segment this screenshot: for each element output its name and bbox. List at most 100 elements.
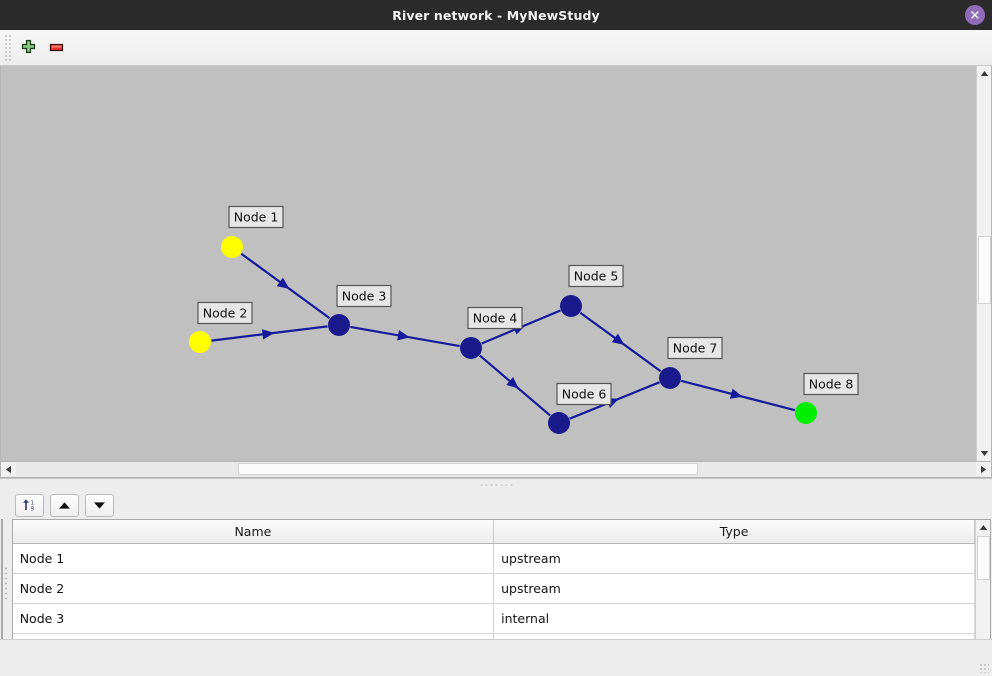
node-node8[interactable] bbox=[795, 402, 817, 424]
table-cell[interactable]: Node 4 bbox=[12, 633, 495, 664]
node-toolbar: 1 9 bbox=[10, 489, 992, 519]
node-label-text: Node 3 bbox=[342, 289, 387, 304]
node-label-box bbox=[467, 306, 523, 330]
node-label-text: Node 5 bbox=[574, 269, 619, 284]
window-title: River network - MyNewStudy bbox=[392, 7, 600, 23]
node-label-text: Node 2 bbox=[203, 306, 248, 321]
chevron-down-icon bbox=[980, 451, 989, 456]
splitter-grip bbox=[479, 482, 513, 486]
edge-arrowhead-icon bbox=[276, 277, 290, 289]
node-labels-layer: Node 1 Node 2 Node 3 Node 4 Node 5 Node 6 Node… bbox=[197, 205, 859, 406]
canvas-vertical-scrollbar[interactable] bbox=[976, 66, 991, 461]
node-label-box bbox=[568, 264, 624, 288]
network-diagram-canvas[interactable]: Node 1 Node 2 Node 3 Node 4 Node 5 Node 6 Node… bbox=[0, 66, 992, 462]
close-button[interactable] bbox=[965, 5, 985, 25]
table-cell[interactable]: internal bbox=[493, 603, 976, 634]
table-cell[interactable]: Node 3 bbox=[12, 603, 495, 634]
nodes-layer bbox=[189, 236, 817, 434]
node-label-text: Node 4 bbox=[473, 311, 518, 326]
node-label-box bbox=[667, 336, 723, 360]
table-cell[interactable]: internal bbox=[493, 633, 976, 664]
add-node-button[interactable] bbox=[14, 34, 42, 62]
scroll-right-button[interactable] bbox=[976, 462, 991, 476]
toolbar-grip[interactable] bbox=[3, 34, 11, 61]
scroll-left-button[interactable] bbox=[1, 462, 16, 476]
node-label-node7[interactable]: Node 7 bbox=[667, 336, 723, 360]
canvas-hscroll-thumb[interactable] bbox=[238, 463, 698, 475]
canvas-horizontal-scrollbar[interactable] bbox=[0, 462, 992, 478]
chevron-right-icon bbox=[981, 465, 986, 473]
table-row-empty[interactable] bbox=[12, 663, 976, 675]
node-label-text: Node 6 bbox=[562, 387, 607, 402]
node-label-box bbox=[556, 382, 612, 406]
edge-arrowhead-icon bbox=[611, 333, 625, 345]
node-node6[interactable] bbox=[548, 412, 570, 434]
table-cell-empty[interactable] bbox=[493, 663, 976, 675]
node-node3[interactable] bbox=[328, 314, 350, 336]
edge-arrowhead-icon bbox=[261, 329, 275, 340]
node-node2[interactable] bbox=[189, 331, 211, 353]
column-header[interactable]: Name bbox=[12, 520, 495, 544]
node-move-down-button[interactable] bbox=[84, 493, 114, 517]
node-node5[interactable] bbox=[560, 295, 582, 317]
horizontal-splitter[interactable] bbox=[0, 478, 992, 489]
node-sort-button[interactable]: 1 9 bbox=[14, 493, 44, 517]
node-table-scrollbar[interactable] bbox=[975, 520, 991, 675]
node-scroll-down-button[interactable] bbox=[976, 660, 991, 675]
node-label-text: Node 7 bbox=[673, 341, 718, 356]
scroll-up-button[interactable] bbox=[977, 66, 991, 81]
node-move-up-button[interactable] bbox=[49, 493, 79, 517]
node-label-node4[interactable]: Node 4 bbox=[467, 306, 523, 330]
table-cell[interactable]: upstream bbox=[493, 573, 976, 604]
canvas-vscroll-thumb[interactable] bbox=[978, 236, 991, 304]
node-label-node3[interactable]: Node 3 bbox=[336, 284, 392, 308]
node-label-text: Node 8 bbox=[809, 377, 854, 392]
scroll-down-button[interactable] bbox=[977, 446, 991, 461]
chevron-left-icon bbox=[6, 465, 11, 473]
table-cell[interactable]: Node 2 bbox=[12, 573, 495, 604]
node-scroll-thumb[interactable] bbox=[977, 536, 991, 580]
arrow-down-icon bbox=[93, 501, 105, 509]
node-label-node8[interactable]: Node 8 bbox=[803, 372, 859, 396]
edge-arrowhead-icon bbox=[729, 388, 743, 399]
node-label-box bbox=[197, 301, 253, 325]
node-label-node1[interactable]: Node 1 bbox=[228, 205, 284, 229]
node-label-node6[interactable]: Node 6 bbox=[556, 382, 612, 406]
node-label-box bbox=[803, 372, 859, 396]
node-label-node5[interactable]: Node 5 bbox=[568, 264, 624, 288]
title-bar: River network - MyNewStudy bbox=[0, 0, 992, 30]
table-cell[interactable]: Node 1 bbox=[12, 543, 495, 574]
network-diagram: Node 1 Node 2 Node 3 Node 4 Node 5 Node 6 Node… bbox=[189, 205, 859, 434]
chevron-up-icon bbox=[979, 525, 988, 530]
table-cell-empty[interactable] bbox=[12, 663, 495, 675]
edge-arrowhead-icon bbox=[506, 377, 519, 389]
node-node7[interactable] bbox=[659, 367, 681, 389]
svg-text:1: 1 bbox=[31, 500, 35, 506]
remove-node-button[interactable] bbox=[42, 34, 70, 62]
sort-ascending-icon: 1 9 bbox=[23, 499, 35, 513]
vertical-splitter-grip bbox=[4, 565, 8, 600]
add-plus-icon bbox=[21, 39, 35, 54]
bottom-panels: 1 9 NameNode1Node2 bbox=[0, 489, 992, 676]
vertical-splitter[interactable] bbox=[0, 489, 11, 676]
table-cell[interactable]: upstream bbox=[493, 543, 976, 574]
node-label-box bbox=[228, 205, 284, 229]
node-node1[interactable] bbox=[221, 236, 243, 258]
node-label-text: Node 1 bbox=[234, 210, 279, 225]
column-header[interactable]: Type bbox=[493, 520, 976, 544]
svg-text:9: 9 bbox=[31, 507, 35, 513]
node-node4[interactable] bbox=[460, 337, 482, 359]
node-label-node2[interactable]: Node 2 bbox=[197, 301, 253, 325]
node-scroll-up-button[interactable] bbox=[976, 520, 991, 535]
